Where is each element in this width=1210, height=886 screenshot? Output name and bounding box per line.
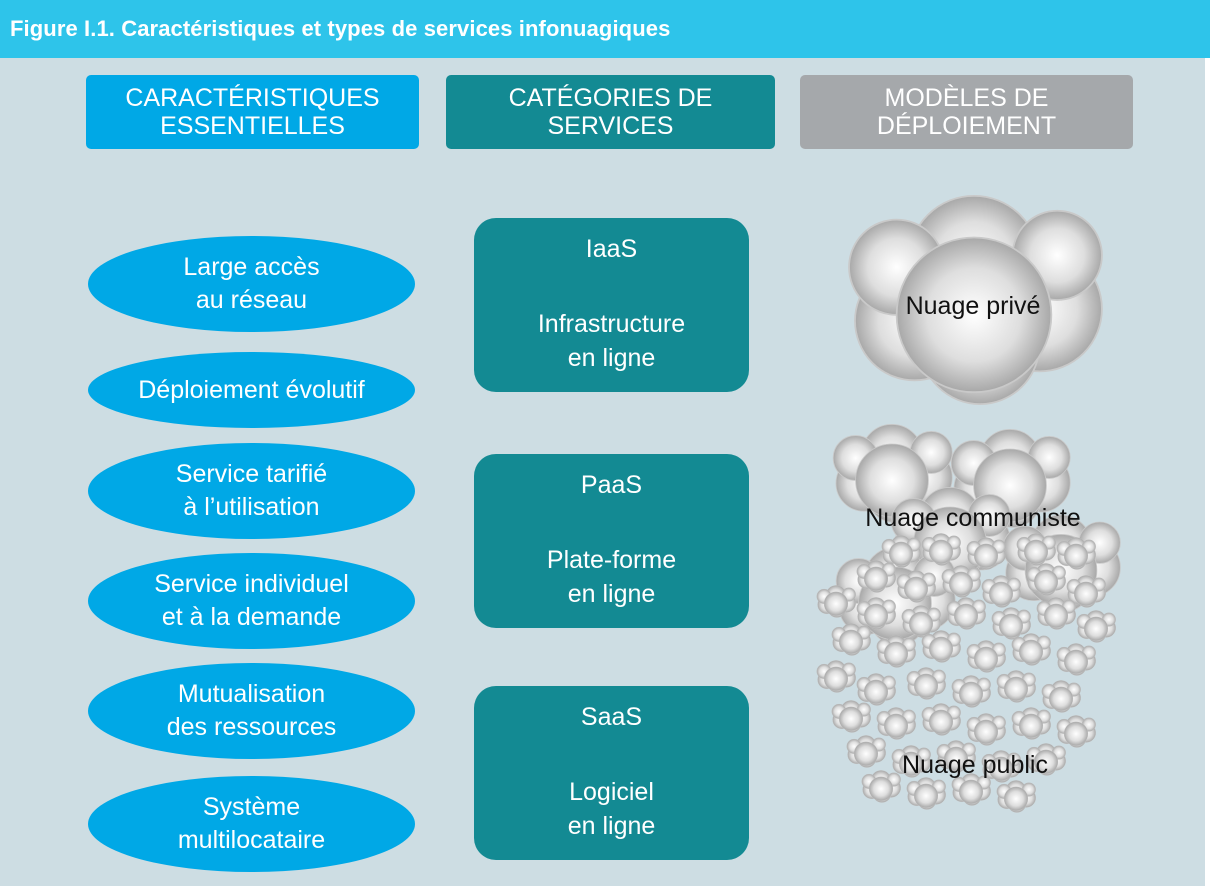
characteristic-ellipse: Service individuel et à la demande [88, 553, 415, 649]
characteristic-label: Large accès au réseau [183, 253, 320, 314]
small-cloud-icon [1056, 643, 1096, 676]
small-cloud-icon [1011, 707, 1051, 740]
characteristic-label: Déploiement évolutif [138, 375, 365, 404]
characteristic-ellipse: Service tarifié à l’utilisation [88, 443, 415, 539]
service-box-saas: SaaS Logiciel en ligne [474, 686, 749, 860]
header-characteristics-label: CARACTÉRISTIQUES ESSENTIELLES [125, 84, 380, 140]
characteristic-label: Mutualisation des ressources [166, 680, 337, 741]
small-cloud-icon [966, 713, 1006, 746]
diagram-panel: CARACTÉRISTIQUES ESSENTIELLES CATÉGORIES… [0, 58, 1205, 886]
small-cloud-icon [966, 537, 1006, 570]
service-desc: Plate-forme en ligne [546, 546, 677, 608]
small-cloud-icon [906, 667, 946, 700]
small-cloud-icon [996, 670, 1036, 703]
service-abbr: IaaS [585, 235, 638, 263]
small-cloud-icon [876, 635, 916, 668]
small-cloud-icon [1011, 633, 1051, 666]
small-cloud-icon [921, 630, 961, 663]
small-cloud-icon [981, 575, 1021, 608]
small-cloud-icon [921, 703, 961, 736]
service-desc: Logiciel en ligne [567, 778, 656, 840]
deployment-label-private: Nuage privé [905, 292, 1041, 320]
small-cloud-icon [996, 780, 1036, 813]
figure-title-bar: Figure I.1. Caractéristiques et types de… [0, 0, 1210, 58]
figure-title: Figure I.1. Caractéristiques et types de… [10, 16, 671, 41]
small-cloud-icon [966, 640, 1006, 673]
small-cloud-icon [876, 707, 916, 740]
small-cloud-icon [1036, 597, 1076, 630]
characteristic-ellipse: Mutualisation des ressources [88, 663, 415, 759]
characteristic-ellipse: Système multilocataire [88, 776, 415, 872]
small-cloud-icon [1041, 680, 1081, 713]
header-deployment-models-label: MODÈLES DE DÉPLOIEMENT [876, 84, 1057, 140]
small-cloud-icon [946, 597, 986, 630]
service-box-paas: PaaS Plate-forme en ligne [474, 454, 749, 628]
small-cloud-icon [831, 623, 871, 656]
small-cloud-icon [816, 660, 856, 693]
small-cloud-icon [941, 565, 981, 598]
header-service-categories-label: CATÉGORIES DE SERVICES [508, 84, 713, 140]
small-cloud-icon [1076, 610, 1116, 643]
characteristic-label: Système multilocataire [177, 793, 326, 854]
characteristic-ellipse: Large accès au réseau [88, 236, 415, 332]
small-cloud-icon [951, 675, 991, 708]
service-desc: Infrastructure en ligne [537, 310, 686, 372]
small-cloud-icon [856, 673, 896, 706]
small-cloud-icon [831, 700, 871, 733]
header-characteristics: CARACTÉRISTIQUES ESSENTIELLES [86, 75, 419, 149]
small-cloud-icon [991, 607, 1031, 640]
small-cloud-icon [906, 777, 946, 810]
header-deployment-models: MODÈLES DE DÉPLOIEMENT [800, 75, 1133, 149]
service-box-iaas: IaaS Infrastructure en ligne [474, 218, 749, 392]
small-cloud-icon [1056, 715, 1096, 748]
service-abbr: SaaS [580, 703, 643, 731]
characteristic-label: Service tarifié à l’utilisation [175, 460, 328, 521]
deployment-label-community: Nuage communiste [865, 504, 1081, 532]
characteristic-ellipse: Déploiement évolutif [88, 352, 415, 428]
characteristic-label: Service individuel et à la demande [154, 570, 349, 631]
header-service-categories: CATÉGORIES DE SERVICES [446, 75, 775, 149]
service-abbr: PaaS [580, 471, 643, 499]
deployment-label-public: Nuage public [902, 751, 1048, 779]
